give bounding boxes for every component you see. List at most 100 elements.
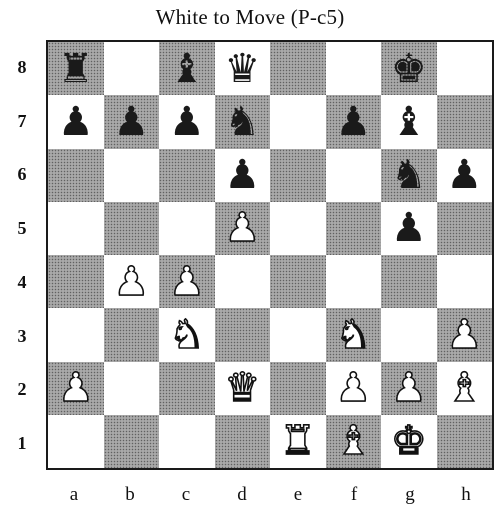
square-f7[interactable]: ♟ — [326, 95, 382, 148]
square-c6[interactable] — [159, 149, 215, 202]
square-a5[interactable] — [48, 202, 104, 255]
square-d6[interactable]: ♟ — [215, 149, 271, 202]
square-b3[interactable] — [104, 308, 160, 361]
square-d4[interactable] — [215, 255, 271, 308]
white-bishop-icon[interactable]: ♝ — [446, 368, 482, 408]
black-pawn-icon[interactable]: ♟ — [113, 102, 149, 142]
file-label-c: c — [158, 484, 214, 506]
rank-label-1: 1 — [10, 433, 34, 453]
square-h3[interactable]: ♟ — [437, 308, 493, 361]
white-bishop-icon[interactable]: ♝ — [335, 421, 371, 461]
square-f5[interactable] — [326, 202, 382, 255]
square-g8[interactable]: ♚ — [381, 42, 437, 95]
white-pawn-icon[interactable]: ♟ — [391, 368, 427, 408]
square-f6[interactable] — [326, 149, 382, 202]
square-c2[interactable] — [159, 362, 215, 415]
square-g3[interactable] — [381, 308, 437, 361]
square-a7[interactable]: ♟ — [48, 95, 104, 148]
file-label-e: e — [270, 484, 326, 506]
white-pawn-icon[interactable]: ♟ — [224, 208, 260, 248]
white-pawn-icon[interactable]: ♟ — [58, 368, 94, 408]
square-b6[interactable] — [104, 149, 160, 202]
white-queen-icon[interactable]: ♛ — [224, 368, 260, 408]
white-king-icon[interactable]: ♚ — [391, 421, 427, 461]
white-pawn-icon[interactable]: ♟ — [446, 315, 482, 355]
square-g1[interactable]: ♚ — [381, 415, 437, 468]
square-g7[interactable]: ♝ — [381, 95, 437, 148]
rank-label-4: 4 — [10, 272, 34, 292]
rank-label-6: 6 — [10, 164, 34, 184]
square-d5[interactable]: ♟ — [215, 202, 271, 255]
white-pawn-icon[interactable]: ♟ — [113, 262, 149, 302]
square-c1[interactable] — [159, 415, 215, 468]
black-knight-icon[interactable]: ♞ — [224, 102, 260, 142]
square-g4[interactable] — [381, 255, 437, 308]
square-d8[interactable]: ♛ — [215, 42, 271, 95]
square-f1[interactable]: ♝ — [326, 415, 382, 468]
square-h2[interactable]: ♝ — [437, 362, 493, 415]
square-a8[interactable]: ♜ — [48, 42, 104, 95]
square-g6[interactable]: ♞ — [381, 149, 437, 202]
square-h8[interactable] — [437, 42, 493, 95]
square-f3[interactable]: ♞ — [326, 308, 382, 361]
position-caption: White to Move (P-c5) — [0, 4, 500, 30]
square-g5[interactable]: ♟ — [381, 202, 437, 255]
black-pawn-icon[interactable]: ♟ — [335, 102, 371, 142]
square-b7[interactable]: ♟ — [104, 95, 160, 148]
black-bishop-icon[interactable]: ♝ — [391, 102, 427, 142]
file-label-f: f — [326, 484, 382, 506]
square-c7[interactable]: ♟ — [159, 95, 215, 148]
square-d2[interactable]: ♛ — [215, 362, 271, 415]
square-e6[interactable] — [270, 149, 326, 202]
square-c8[interactable]: ♝ — [159, 42, 215, 95]
white-pawn-icon[interactable]: ♟ — [335, 368, 371, 408]
white-knight-icon[interactable]: ♞ — [335, 315, 371, 355]
square-c3[interactable]: ♞ — [159, 308, 215, 361]
square-b5[interactable] — [104, 202, 160, 255]
black-pawn-icon[interactable]: ♟ — [391, 208, 427, 248]
square-a4[interactable] — [48, 255, 104, 308]
square-d7[interactable]: ♞ — [215, 95, 271, 148]
black-knight-icon[interactable]: ♞ — [391, 155, 427, 195]
white-pawn-icon[interactable]: ♟ — [169, 262, 205, 302]
square-c4[interactable]: ♟ — [159, 255, 215, 308]
square-h5[interactable] — [437, 202, 493, 255]
square-c5[interactable] — [159, 202, 215, 255]
square-e3[interactable] — [270, 308, 326, 361]
square-e4[interactable] — [270, 255, 326, 308]
square-g2[interactable]: ♟ — [381, 362, 437, 415]
square-a1[interactable] — [48, 415, 104, 468]
square-d1[interactable] — [215, 415, 271, 468]
square-e8[interactable] — [270, 42, 326, 95]
square-e5[interactable] — [270, 202, 326, 255]
black-pawn-icon[interactable]: ♟ — [224, 155, 260, 195]
square-e7[interactable] — [270, 95, 326, 148]
square-e1[interactable]: ♜ — [270, 415, 326, 468]
square-e2[interactable] — [270, 362, 326, 415]
white-knight-icon[interactable]: ♞ — [169, 315, 205, 355]
square-h7[interactable] — [437, 95, 493, 148]
square-f2[interactable]: ♟ — [326, 362, 382, 415]
black-pawn-icon[interactable]: ♟ — [169, 102, 205, 142]
square-a6[interactable] — [48, 149, 104, 202]
black-rook-icon[interactable]: ♜ — [58, 49, 94, 89]
square-b4[interactable]: ♟ — [104, 255, 160, 308]
square-f8[interactable] — [326, 42, 382, 95]
square-b2[interactable] — [104, 362, 160, 415]
square-h1[interactable] — [437, 415, 493, 468]
square-f4[interactable] — [326, 255, 382, 308]
black-pawn-icon[interactable]: ♟ — [58, 102, 94, 142]
black-pawn-icon[interactable]: ♟ — [446, 155, 482, 195]
square-d3[interactable] — [215, 308, 271, 361]
white-rook-icon[interactable]: ♜ — [280, 421, 316, 461]
square-h6[interactable]: ♟ — [437, 149, 493, 202]
black-king-icon[interactable]: ♚ — [391, 49, 427, 89]
square-h4[interactable] — [437, 255, 493, 308]
square-a3[interactable] — [48, 308, 104, 361]
square-b8[interactable] — [104, 42, 160, 95]
file-label-b: b — [102, 484, 158, 506]
black-bishop-icon[interactable]: ♝ — [169, 49, 205, 89]
square-a2[interactable]: ♟ — [48, 362, 104, 415]
black-queen-icon[interactable]: ♛ — [224, 49, 260, 89]
square-b1[interactable] — [104, 415, 160, 468]
